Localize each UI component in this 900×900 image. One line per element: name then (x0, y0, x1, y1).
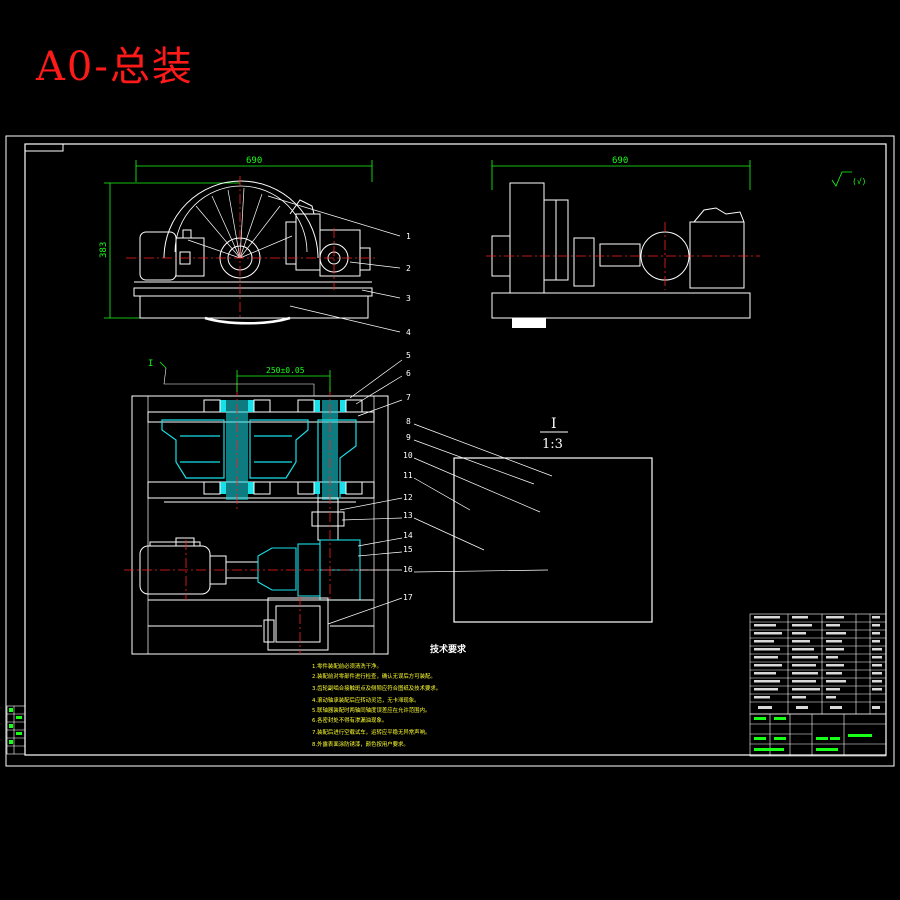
tech-req-line-2: 2.装配前对零部件进行检查，确认无误后方可装配。 (312, 672, 436, 680)
title-block-entries (754, 717, 872, 751)
part-label-14: 14 (403, 531, 413, 540)
front-height-dim: 383 (99, 242, 109, 258)
front-view: 690 383 (99, 156, 401, 333)
top-left-tag (24, 143, 64, 152)
part-label-12: 12 (403, 493, 413, 502)
part-label-11: 11 (403, 471, 413, 480)
part-label-16: 16 (403, 565, 413, 574)
part-label-6: 6 (406, 369, 411, 378)
side-stamp-strip (6, 705, 26, 755)
tech-req-line-4: 4.滚动轴承装配后应转动灵活，无卡滞现象。 (312, 696, 420, 704)
tech-req-line-3: 3.齿轮副啮合接触斑点及侧隙应符合图纸及技术要求。 (312, 684, 441, 692)
part-label-3: 3 (406, 294, 411, 303)
detail-leader-label: I (148, 359, 153, 369)
tech-req-line-1: 1.零件装配前必须清洗干净。 (312, 662, 382, 670)
detail-scale: 1:3 (542, 437, 563, 452)
part-label-2: 2 (406, 264, 411, 273)
detail-leaders (413, 423, 553, 573)
part-label-4: 4 (406, 328, 411, 337)
tech-req-line-5: 5.联轴器装配时两轴同轴度误差应在允许范围内。 (312, 706, 430, 714)
roughness-note: (√) (852, 177, 866, 186)
part-label-7: 7 (406, 393, 411, 402)
detail-label: I (551, 416, 557, 432)
sheet-inner-border (24, 143, 887, 756)
plan-view: 250±0.05 I (124, 359, 403, 655)
part-label-9: 9 (406, 433, 411, 442)
part-label-1: 1 (406, 232, 411, 241)
drawing-title: A0-总装 (36, 44, 194, 90)
title-block (749, 713, 887, 757)
side-stamp-text (9, 708, 22, 744)
tech-req-heading: 技术要求 (430, 643, 467, 655)
parts-list-table (749, 613, 887, 715)
part-label-17: 17 (403, 593, 413, 602)
part-label-13: 13 (403, 511, 413, 520)
tech-req-lines: 1.零件装配前必须清洗干净。 2.装配前对零部件进行检查，确认无误后方可装配。 … (312, 662, 441, 748)
plan-part-labels: 5 6 7 8 9 10 11 12 13 14 15 16 17 (403, 351, 413, 602)
part-label-15: 15 (403, 545, 413, 554)
tech-req-line-7: 7.装配后进行空载试车，运转应平稳无异常声响。 (312, 728, 430, 736)
side-width-dim: 690 (612, 156, 628, 166)
part-label-8: 8 (406, 417, 411, 426)
parts-list-entries (754, 616, 882, 709)
roughness-symbol: (√) (831, 171, 866, 187)
front-width-dim: 690 (246, 156, 262, 166)
part-label-5: 5 (406, 351, 411, 360)
side-view: 690 (486, 156, 760, 328)
part-label-10: 10 (403, 451, 413, 460)
front-part-labels: 1 2 3 4 (406, 232, 411, 337)
plan-spacing-dim: 250±0.05 (266, 366, 305, 375)
tech-req-line-6: 6.各密封处不得有渗漏油现象。 (312, 716, 387, 724)
detail-view (453, 431, 653, 623)
tech-req-line-8: 8.外露表面涂防锈漆，颜色按用户要求。 (312, 740, 409, 748)
sheet-outer-border (5, 135, 895, 767)
